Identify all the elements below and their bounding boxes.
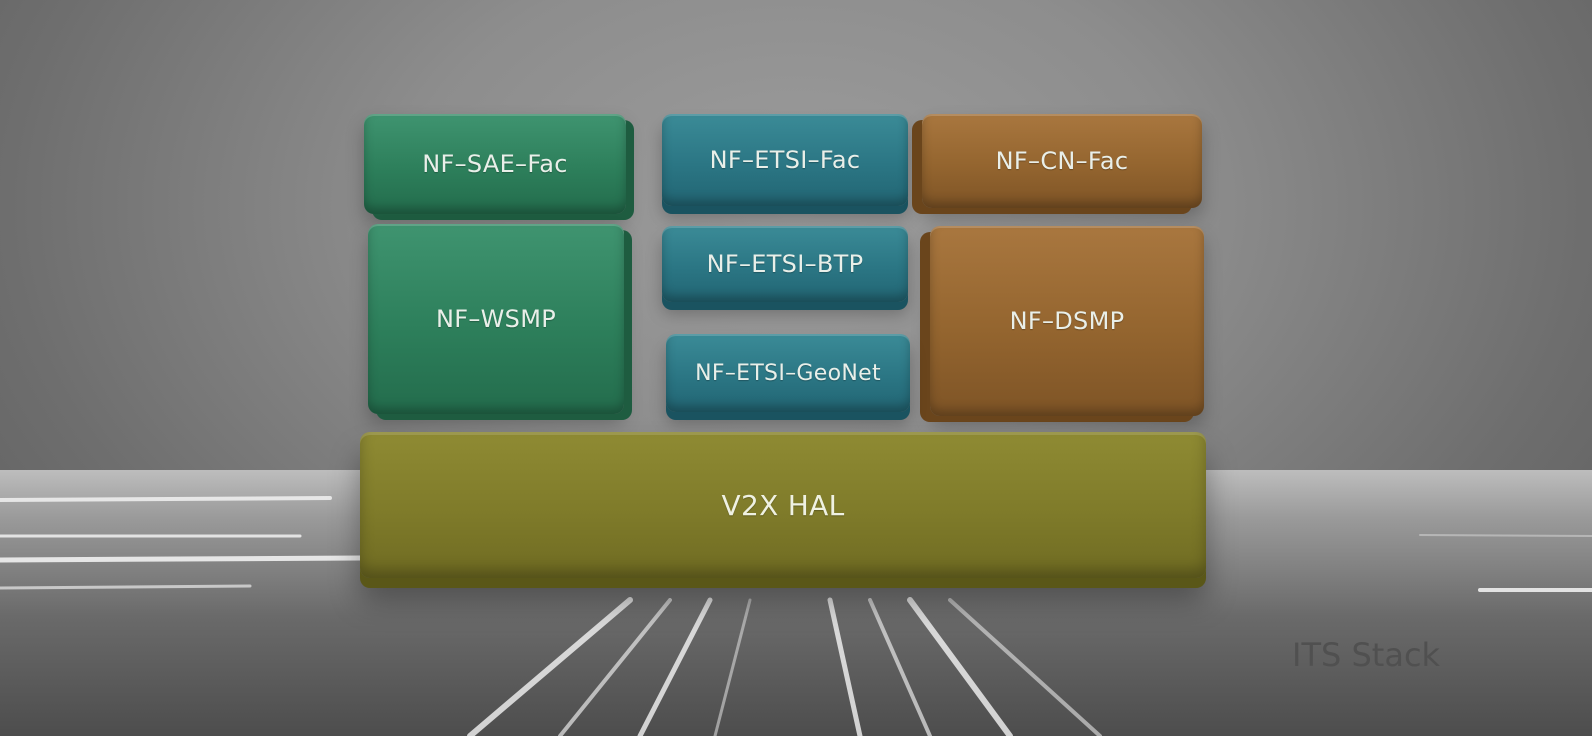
nf-etsi-btp-label: NF–ETSI–BTP (706, 250, 864, 278)
nf-etsi-geonet-block: NF–ETSI–GeoNet (666, 334, 910, 412)
nf-cn-fac-label: NF–CN–Fac (995, 147, 1129, 175)
nf-etsi-geonet-label: NF–ETSI–GeoNet (695, 360, 881, 386)
nf-etsi-fac-block: NF–ETSI–Fac (662, 114, 908, 206)
nf-etsi-btp-block: NF–ETSI–BTP (662, 226, 908, 302)
v2x-hal-label: V2X HAL (721, 488, 845, 522)
nf-sae-fac-label: NF–SAE–Fac (422, 150, 568, 178)
v2x-hal-block: V2X HAL (360, 432, 1206, 578)
diagram-caption: ITS Stack (1292, 636, 1441, 674)
nf-etsi-fac-label: NF–ETSI–Fac (709, 146, 861, 174)
nf-sae-fac-block: NF–SAE–Fac (364, 114, 626, 214)
nf-wsmp-label: NF–WSMP (435, 305, 556, 333)
nf-dsmp-label: NF–DSMP (1009, 307, 1125, 335)
nf-cn-fac-block: NF–CN–Fac (922, 114, 1202, 208)
nf-dsmp-block: NF–DSMP (930, 226, 1204, 416)
nf-wsmp-block: NF–WSMP (368, 224, 624, 414)
